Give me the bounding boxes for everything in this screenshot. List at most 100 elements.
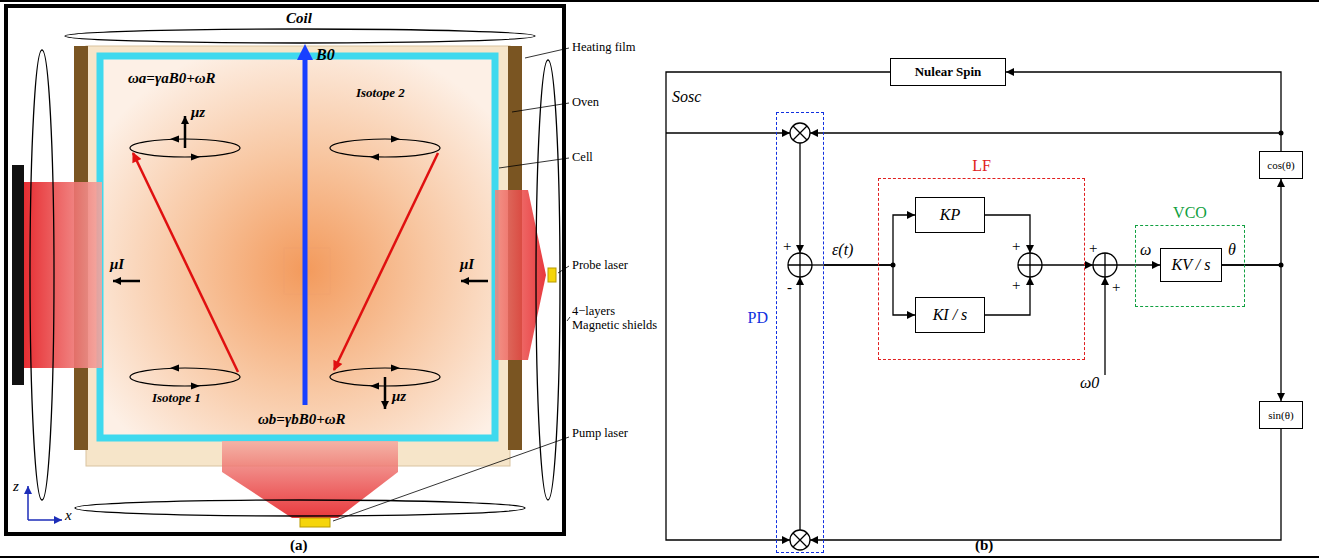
- process-box: KI / s: [915, 297, 985, 333]
- signal-wire: [812, 264, 824, 265]
- precession-orbit: [130, 368, 240, 386]
- moment-arrow: [184, 116, 187, 148]
- moment-label: μz: [392, 388, 406, 405]
- signal-arrow: [824, 265, 915, 315]
- sign-label: +: [783, 238, 791, 255]
- group-frame: PD: [776, 112, 824, 553]
- panel-label: (b): [975, 537, 993, 554]
- probe-source: [12, 165, 24, 385]
- figure-rule: [0, 0, 1319, 2]
- pump-laser: [300, 518, 330, 527]
- part-label: Cell: [572, 150, 593, 164]
- moment-label: μz: [191, 104, 205, 121]
- signal-wire: [1104, 277, 1105, 375]
- signal-label: ω: [1140, 241, 1151, 259]
- sign-label: +: [1012, 277, 1020, 294]
- orbit-arrow: [170, 365, 179, 372]
- part-label: Coil: [286, 10, 312, 27]
- orbit-arrow: [370, 383, 379, 390]
- box-label: KI / s: [933, 306, 968, 324]
- signal-wire: [799, 277, 800, 530]
- precession-orbit: [330, 139, 440, 157]
- panel-label: (a): [290, 537, 308, 554]
- magnetic-shield: [6, 6, 564, 534]
- frequency-formula: ωa=γaB0+ωR: [128, 70, 216, 87]
- photodetector: [548, 268, 556, 282]
- signal-arrow: [1006, 72, 1281, 151]
- group-heading: VCO: [1173, 204, 1207, 222]
- multiplier-symbol: [793, 533, 807, 547]
- part-label: Pump laser: [572, 426, 628, 440]
- summing-junction: [1018, 253, 1042, 277]
- sign-label: +: [1089, 240, 1097, 257]
- sign-label: -: [787, 279, 792, 296]
- signal-wire: [1042, 264, 1093, 265]
- process-box: KV / s: [1160, 248, 1222, 282]
- moment-arrow: [461, 280, 488, 283]
- signal-label: θ: [1228, 241, 1236, 259]
- process-box: cos(θ): [1259, 151, 1303, 179]
- leader-line: [333, 437, 569, 521]
- summing-junction: [1018, 253, 1042, 277]
- isotope-label: Isotope 1: [152, 391, 201, 406]
- box-label: cos(θ): [1267, 159, 1294, 172]
- leader-line: [512, 103, 569, 112]
- frequency-formula: ωb=γbB0+ωR: [258, 411, 346, 428]
- signal-arrow: [1222, 265, 1281, 401]
- probe-beam: [24, 182, 102, 368]
- multiplier-symbol: [790, 123, 810, 143]
- axis-label: x: [65, 507, 72, 524]
- group-heading: LF: [972, 157, 991, 175]
- signal-wire: [666, 72, 890, 540]
- signal-wire: [799, 143, 800, 253]
- signal-wire: [1117, 264, 1160, 265]
- signal-wire: [985, 277, 1030, 315]
- moment-label: μI: [110, 256, 124, 273]
- group-heading: PD: [748, 309, 768, 327]
- part-label: Oven: [572, 95, 599, 109]
- group-frame: VCOKV / s: [1135, 225, 1245, 307]
- spin-vector: [334, 153, 438, 370]
- box-label: KP: [940, 206, 960, 224]
- summing-junction: [788, 253, 812, 277]
- pump-beam: [222, 441, 398, 518]
- signal-label: ε(t): [832, 241, 853, 259]
- moment-arrow: [384, 377, 387, 409]
- multiplier-symbol: [793, 126, 807, 140]
- process-box: KP: [915, 197, 985, 233]
- orbit-arrow: [391, 136, 400, 143]
- signal-label: Sosc: [672, 88, 701, 106]
- signal-wire: [985, 215, 1030, 253]
- multiplier-symbol: [790, 530, 810, 550]
- summing-junction: [1093, 253, 1117, 277]
- axis-arrow: [28, 519, 62, 521]
- axis-arrow: [27, 486, 29, 520]
- signal-wire: [810, 132, 1281, 133]
- probe-beam: [495, 190, 546, 360]
- isotope-label: Isotope 2: [356, 86, 405, 101]
- signal-wire: [666, 132, 790, 133]
- field-arrow-head: [297, 44, 313, 60]
- coil: [30, 50, 54, 500]
- summing-junction: [1093, 253, 1117, 277]
- part-label: Heating film: [572, 40, 636, 54]
- signal-arrow: [1222, 179, 1281, 265]
- coil: [65, 29, 535, 43]
- box-label: KV / s: [1172, 256, 1211, 274]
- signal-wire: [810, 429, 1281, 540]
- orbit-arrow: [191, 154, 200, 161]
- process-box: sin(θ): [1259, 401, 1303, 429]
- moment-arrow: [113, 280, 140, 283]
- signal-arrow: [824, 215, 915, 265]
- orbit-arrow: [370, 154, 379, 161]
- leader-line: [558, 266, 569, 273]
- figure-rule: [0, 556, 1319, 558]
- part-label: Probe laser: [572, 258, 628, 272]
- box-label: sin(θ): [1268, 409, 1293, 422]
- orbit-arrow: [170, 136, 179, 143]
- coil: [536, 60, 560, 500]
- group-frame: LFKPKI / s: [878, 178, 1085, 360]
- part-label: 4−layers Magnetic shields: [572, 304, 661, 333]
- vapor-cell: [100, 56, 495, 438]
